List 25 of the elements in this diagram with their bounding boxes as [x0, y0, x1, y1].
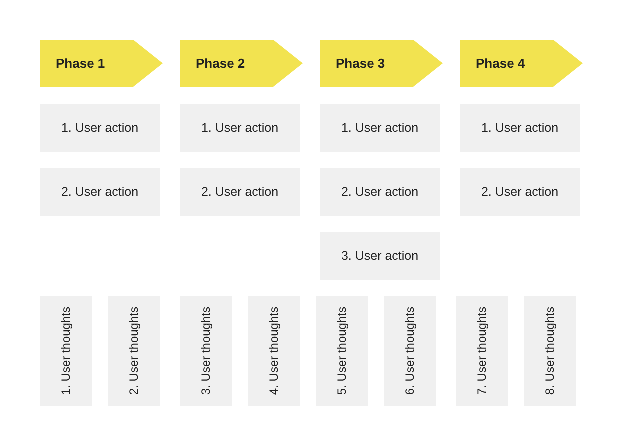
thought-text: 3. User thoughts [199, 306, 213, 396]
phase-banner [460, 40, 583, 87]
thought-text: 5. User thoughts [335, 306, 349, 396]
action-text: 3. User action [341, 249, 419, 263]
phase-title: Phase 3 [336, 56, 386, 71]
phase-title: Phase 1 [56, 56, 106, 71]
phase-title: Phase 2 [196, 56, 246, 71]
thought-text: 4. User thoughts [267, 306, 281, 396]
phase-title: Phase 4 [476, 56, 526, 71]
thought-text: 8. User thoughts [543, 306, 557, 396]
action-text: 2. User action [341, 185, 419, 199]
action-text: 2. User action [201, 185, 279, 199]
action-text: 1. User action [481, 121, 559, 135]
phase-banner [180, 40, 303, 87]
action-text: 1. User action [201, 121, 279, 135]
thought-text: 7. User thoughts [475, 306, 489, 396]
action-text: 1. User action [341, 121, 419, 135]
thought-text: 2. User thoughts [127, 306, 141, 396]
thought-text: 1. User thoughts [59, 306, 73, 396]
phase-banner [320, 40, 443, 87]
action-text: 2. User action [61, 185, 139, 199]
action-text: 1. User action [61, 121, 139, 135]
phase-banner [40, 40, 163, 87]
action-text: 2. User action [481, 185, 559, 199]
thought-text: 6. User thoughts [403, 306, 417, 396]
